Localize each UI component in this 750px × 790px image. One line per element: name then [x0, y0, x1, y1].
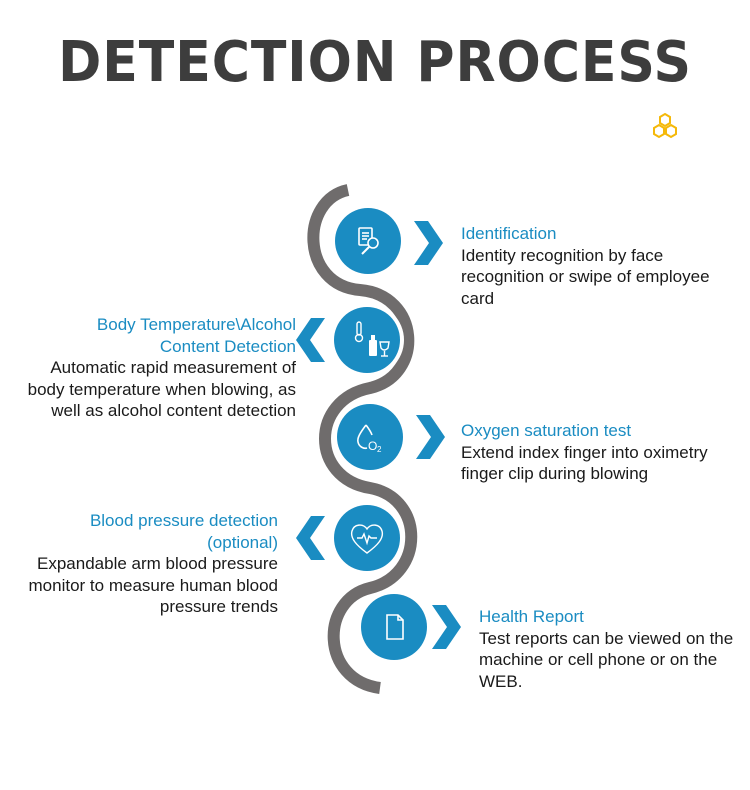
honeycomb-icon: [653, 112, 677, 139]
heart-pulse-icon: [350, 524, 384, 554]
oxygen-drop-icon: O 2: [357, 424, 382, 454]
step-title: Identification: [461, 224, 557, 243]
chevron-right-icon: [432, 605, 461, 649]
page-title: DETECTION PROCESS: [58, 30, 692, 95]
serpentine-path: [307, 184, 418, 694]
document-search-icon: [358, 227, 379, 255]
thermometer-bottle-glass-icon: [354, 321, 390, 357]
step-title: Health Report: [479, 607, 584, 626]
step-4-node: [330, 501, 404, 575]
document-icon: [386, 614, 404, 640]
step-blood-pressure: Blood pressure detection (optional) Expa…: [28, 510, 278, 618]
step-title: Body Temperature\Alcohol Content Detecti…: [96, 315, 296, 356]
step-2-node: [330, 303, 404, 377]
svg-text:2: 2: [377, 445, 382, 454]
step-title: Oxygen saturation test: [461, 421, 632, 440]
step-5-node: [357, 590, 431, 664]
chevron-right-icon: [414, 221, 443, 265]
step-body-temperature-alcohol: Body Temperature\Alcohol Content Detecti…: [18, 314, 296, 422]
step-description: Expandable arm blood pressure monitor to…: [28, 554, 278, 616]
step-description: Identity recognition by face recognition…: [461, 245, 710, 308]
step-3-node: O 2: [333, 400, 407, 474]
step-oxygen-saturation: Oxygen saturation test Extend index fing…: [461, 420, 746, 485]
svg-text:O: O: [368, 439, 377, 453]
step-description: Test reports can be viewed on the machin…: [479, 628, 734, 691]
chevron-left-icon: [296, 516, 325, 560]
step-description: Automatic rapid measurement of body temp…: [27, 358, 296, 420]
step-health-report: Health Report Test reports can be viewed…: [479, 606, 741, 692]
chevron-right-icon: [416, 415, 445, 459]
step-title: Blood pressure detection (optional): [89, 511, 278, 552]
step-description: Extend index finger into oximetry finger…: [461, 442, 708, 484]
step-1-node: [331, 204, 405, 278]
chevron-left-icon: [296, 318, 325, 362]
step-identification: Identification Identity recognition by f…: [461, 223, 721, 309]
